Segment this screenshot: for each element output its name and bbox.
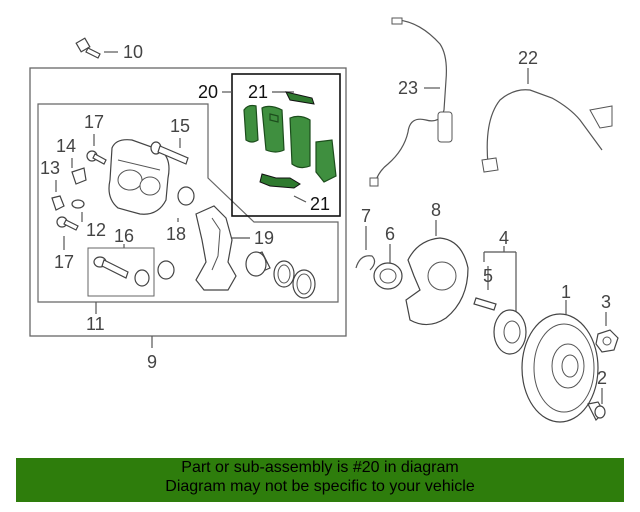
brake-pad-kit-20 (243, 91, 337, 189)
callout-8: 8 (431, 200, 441, 220)
callout-15: 15 (170, 116, 190, 136)
callout-21-top: 21 (248, 82, 268, 102)
callout-16: 16 (114, 226, 134, 246)
assembly-box-9 (29, 67, 347, 337)
callout-9: 9 (147, 352, 157, 372)
callout-11: 11 (86, 314, 105, 334)
cap-12 (71, 199, 85, 209)
callout-1: 1 (561, 282, 571, 302)
screw-2 (587, 401, 606, 422)
assembly-box-11 (37, 103, 339, 303)
abs-sensor-23 (369, 17, 453, 187)
callout-2: 2 (597, 368, 607, 388)
bleeder-13 (51, 195, 65, 211)
bolt-15 (150, 141, 189, 165)
callout-14: 14 (56, 136, 76, 156)
piston-seals (245, 251, 316, 299)
boot-18 (157, 186, 195, 280)
stud-5 (473, 297, 497, 311)
callout-23: 23 (398, 78, 418, 98)
part-box-16 (87, 247, 155, 297)
callout-18: 18 (166, 224, 186, 244)
caliper-body (108, 139, 170, 215)
hub-4 (493, 309, 527, 355)
callout-5: 5 (483, 266, 493, 286)
bolt-17-top (86, 150, 107, 165)
bolt-17-lower (56, 216, 79, 231)
callout-22: 22 (518, 48, 538, 68)
clip-14 (71, 167, 87, 185)
callout-20: 20 (198, 82, 218, 102)
callout-12: 12 (86, 220, 106, 240)
callout-21-bottom: 21 (310, 194, 330, 214)
callout-17-bottom: 17 (54, 252, 74, 272)
callout-17-top: 17 (84, 112, 104, 132)
callout-10: 10 (123, 42, 143, 62)
brake-hose-22 (481, 89, 613, 173)
pad-kit-box-20 (231, 73, 341, 217)
nut-3 (595, 329, 619, 353)
banner-line-1: Part or sub-assembly is #20 in diagram (181, 459, 459, 476)
bracket-19 (195, 205, 237, 291)
info-banner: Part or sub-assembly is #20 in diagram D… (16, 458, 624, 502)
dust-shield-8 (405, 237, 469, 326)
bearing-6 (373, 262, 403, 290)
callout-7: 7 (361, 206, 371, 226)
banner-line-2: Diagram may not be specific to your vehi… (165, 478, 475, 495)
bolt-10 (75, 37, 101, 59)
callout-6: 6 (385, 224, 395, 244)
callout-13: 13 (40, 158, 60, 178)
snap-ring-7 (355, 255, 376, 271)
guide-pin-16 (93, 256, 150, 287)
callout-4: 4 (499, 228, 509, 248)
parts-diagram: 10 20 21 21 17 14 13 12 17 16 15 18 19 1… (29, 17, 619, 423)
callout-3: 3 (601, 292, 611, 312)
rotor-1 (521, 313, 599, 423)
callout-19: 19 (254, 228, 274, 248)
